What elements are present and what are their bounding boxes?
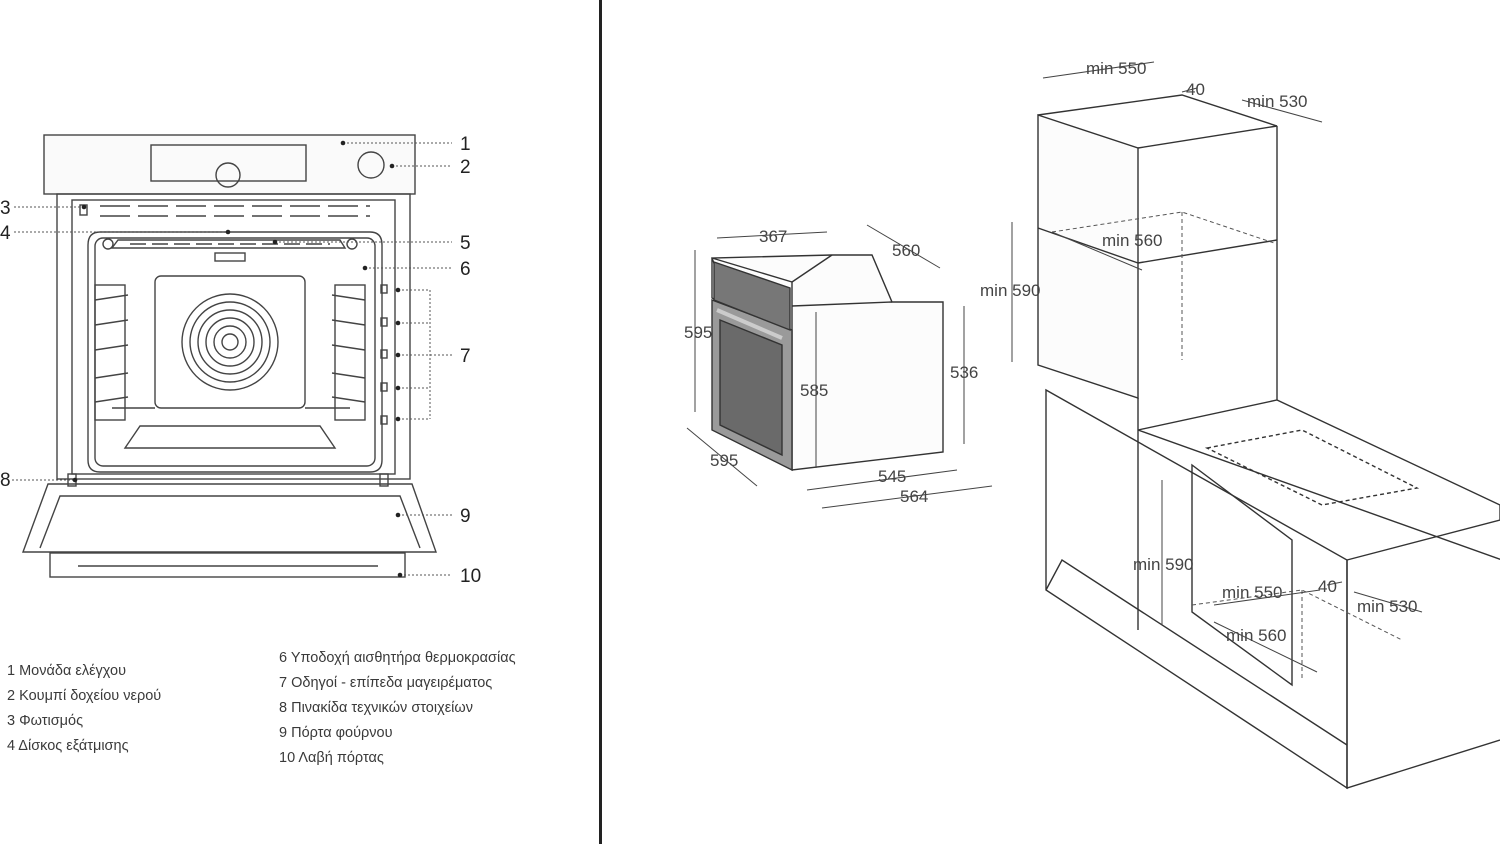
- callout-4: 4: [0, 223, 11, 244]
- oven-parts-panel: 1 2 3 4 5 6 7 8 9 10 1 Μονάδα ελέγχου 2 …: [0, 0, 600, 844]
- panel-divider: [599, 0, 602, 844]
- callout-2: 2: [460, 157, 471, 178]
- legend-item: 3 Φωτισμός: [7, 713, 84, 729]
- dim-upper-min560: min 560: [1102, 231, 1162, 250]
- dim-lower-min590: min 590: [1133, 555, 1193, 574]
- cabinet-hidden-lines: [1051, 211, 1403, 680]
- cabinet-dimension-lines: [1011, 61, 1423, 673]
- callout-10: 10: [460, 566, 481, 587]
- convection-fan: [181, 293, 279, 391]
- dim-upper-min590: min 590: [980, 281, 1040, 300]
- legend-item: 8 Πινακίδα τεχνικών στοιχείων: [279, 700, 473, 716]
- oven-front-drawing: 1 2 3 4 5 6 7 8 9 10: [0, 134, 481, 587]
- callout-5: 5: [460, 233, 471, 254]
- dim-595-width: 595: [710, 451, 738, 470]
- legend-item: 10 Λαβή πόρτας: [279, 750, 384, 766]
- water-tank-button: [357, 151, 385, 179]
- legend-item: 9 Πόρτα φούρνου: [279, 725, 393, 741]
- legend-item: 7 Οδηγοί - επίπεδα μαγειρέματος: [279, 675, 493, 691]
- callout-1: 1: [460, 134, 471, 155]
- display-window: [150, 144, 307, 182]
- shelf-guides-right: [331, 284, 366, 421]
- dim-595-height: 595: [684, 323, 712, 342]
- oven-dimension-lines: [686, 224, 993, 509]
- dim-545: 545: [878, 467, 906, 486]
- oven-cavity: [87, 231, 383, 473]
- control-knob: [215, 162, 241, 188]
- dim-536: 536: [950, 363, 978, 382]
- dim-bottom-min530: min 530: [1357, 597, 1417, 616]
- legend-item: 2 Κουμπί δοχείου νερού: [7, 688, 162, 704]
- dim-top-40: 40: [1186, 80, 1205, 99]
- oven-door: [21, 483, 437, 553]
- dim-560: 560: [892, 241, 920, 260]
- callout-3: 3: [0, 198, 11, 219]
- installation-dimensions-panel: 367 560 595 585 536 595 545 564: [602, 0, 1500, 844]
- oven-body: [56, 193, 411, 480]
- dim-bottom-min560: min 560: [1226, 626, 1286, 645]
- dim-367: 367: [759, 227, 787, 246]
- callout-8: 8: [0, 470, 11, 491]
- legend-column-1: 1 Μονάδα ελέγχου 2 Κουμπί δοχείου νερού …: [7, 659, 161, 759]
- leader-lines: [12, 142, 452, 576]
- dim-564: 564: [900, 487, 928, 506]
- dim-top-min530: min 530: [1247, 92, 1307, 111]
- legend-item: 4 Δίσκος εξάτμισης: [7, 738, 129, 754]
- door-handle: [49, 552, 406, 578]
- legend-item: 6 Υποδοχή αισθητήρα θερμοκρασίας: [279, 650, 516, 666]
- dim-585: 585: [800, 381, 828, 400]
- cabinet-isometric: [1037, 94, 1500, 790]
- dimension-drawings: 367 560 595 585 536 595 545 564: [684, 59, 1500, 790]
- dim-bottom-min550: min 550: [1222, 583, 1282, 602]
- legend-item: 1 Μονάδα ελέγχου: [7, 663, 126, 679]
- dim-bottom-40: 40: [1318, 577, 1337, 596]
- callout-6: 6: [460, 259, 471, 280]
- control-panel: [43, 134, 416, 195]
- legend-column-2: 6 Υποδοχή αισθητήρα θερμοκρασίας 7 Οδηγο…: [279, 646, 516, 771]
- shelf-guides-left: [94, 284, 129, 421]
- dim-top-min550: min 550: [1086, 59, 1146, 78]
- callout-7: 7: [460, 346, 471, 367]
- callout-9: 9: [460, 506, 471, 527]
- back-wall: [154, 275, 306, 409]
- oven-isometric: [710, 254, 944, 472]
